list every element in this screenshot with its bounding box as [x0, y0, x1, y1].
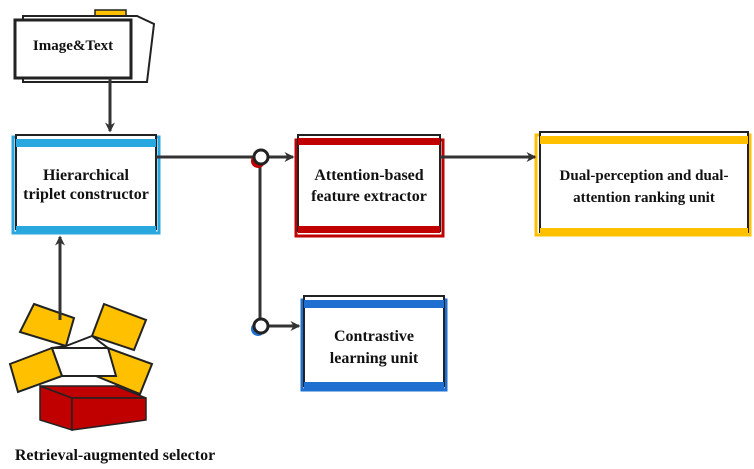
accent-bar-bottom — [540, 228, 748, 235]
top-junction-node — [251, 148, 270, 168]
node-box — [297, 134, 441, 232]
attention-feature-extractor-node: Attention-based feature extractor — [294, 134, 445, 238]
bottom-junction-node — [251, 317, 270, 336]
accent-bar-bottom — [298, 226, 440, 233]
accent-bar-bottom — [16, 226, 156, 232]
accent-bar-bottom — [304, 382, 444, 389]
hierarchical-triplet-constructor-node: Hierarchical triplet constructor — [11, 134, 161, 235]
selector-label: Retrieval-augmented selector — [15, 447, 215, 464]
ranking-label-line-2: attention ranking unit — [573, 190, 715, 206]
accent-bar-top — [540, 136, 748, 144]
junction-ring — [252, 148, 270, 166]
ranking-label-line-1: Dual-perception and dual- — [560, 168, 729, 184]
accent-bar-top — [304, 300, 444, 308]
attention-label-line-2: feature extractor — [311, 188, 427, 205]
node-box — [539, 131, 749, 233]
dual-perception-ranking-unit-node: Dual-perception and dual- attention rank… — [534, 131, 752, 237]
attention-label-line-1: Attention-based — [314, 167, 423, 184]
contrastive-learning-unit-node: Contrastive learning unit — [300, 295, 448, 392]
folder-front-icon — [13, 18, 133, 80]
hierarchical-label-line-2: triplet constructor — [23, 186, 149, 203]
hierarchical-label-line-1: Hierarchical — [43, 167, 129, 184]
node-box — [303, 295, 445, 387]
image-text-label: Image&Text — [33, 38, 113, 54]
node-box — [15, 134, 157, 230]
retrieval-augmented-selector-node: Retrieval-augmented selector — [8, 302, 215, 464]
accent-bar-top — [16, 139, 156, 147]
open-box-icon — [8, 302, 154, 432]
junction-ring — [252, 317, 270, 335]
connectors — [55, 78, 537, 331]
image-text-input-node: Image&Text — [13, 9, 156, 83]
accent-bar-top — [298, 138, 440, 145]
contrastive-label-line-2: learning unit — [330, 350, 419, 367]
contrastive-label-line-1: Contrastive — [334, 328, 414, 345]
